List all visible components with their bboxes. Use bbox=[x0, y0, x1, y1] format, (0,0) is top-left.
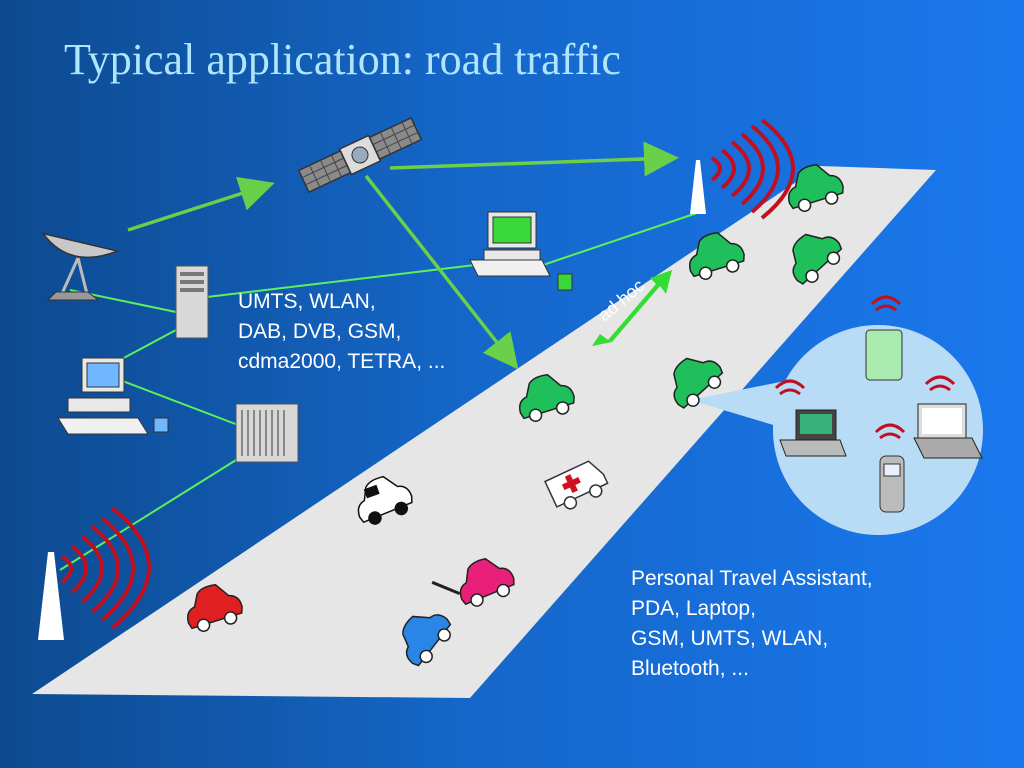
switch-rack-icon bbox=[235, 403, 299, 463]
antenna-tower-icon bbox=[690, 118, 795, 220]
networks-label: UMTS, WLAN, DAB, DVB, GSM, cdma2000, TET… bbox=[238, 287, 445, 377]
antenna-tower-icon bbox=[38, 506, 151, 640]
network-links bbox=[59, 211, 701, 571]
networks-label-line: DAB, DVB, GSM, bbox=[238, 320, 402, 343]
satellite-dish-icon bbox=[41, 232, 120, 301]
ambulance-icon bbox=[544, 460, 609, 510]
car-icon bbox=[681, 226, 747, 280]
laptop-icon bbox=[913, 375, 983, 459]
devices-label: Personal Travel Assistant, PDA, Laptop, … bbox=[631, 564, 873, 684]
car-icon bbox=[511, 368, 577, 422]
server-icon bbox=[175, 265, 209, 339]
devices-label-line: GSM, UMTS, WLAN, bbox=[631, 627, 829, 650]
devices-label-line: Bluetooth, ... bbox=[631, 657, 749, 680]
car-icon bbox=[179, 578, 245, 632]
satellite-icon bbox=[297, 116, 423, 194]
mobile-phone-icon bbox=[874, 423, 906, 513]
networks-label-line: cdma2000, TETRA, ... bbox=[238, 350, 446, 373]
car-icon bbox=[780, 158, 846, 212]
car-icon bbox=[388, 600, 454, 668]
devices-label-line: Personal Travel Assistant, bbox=[631, 567, 873, 590]
devices-label-line: PDA, Laptop, bbox=[631, 597, 756, 620]
police-car-icon bbox=[348, 468, 416, 525]
slide-title: Typical application: road traffic bbox=[64, 35, 621, 84]
adhoc-arrow bbox=[592, 270, 672, 346]
car-icon bbox=[658, 344, 726, 410]
pda-icon bbox=[865, 295, 903, 381]
tow-truck-icon bbox=[431, 550, 518, 607]
road bbox=[32, 166, 936, 698]
laptop-icon bbox=[774, 379, 847, 457]
car-icon bbox=[777, 220, 845, 286]
satellite-links bbox=[127, 141, 679, 370]
base-station-computer-icon bbox=[469, 211, 573, 291]
networks-label-line: UMTS, WLAN, bbox=[238, 290, 376, 313]
computer-icon bbox=[57, 357, 169, 435]
